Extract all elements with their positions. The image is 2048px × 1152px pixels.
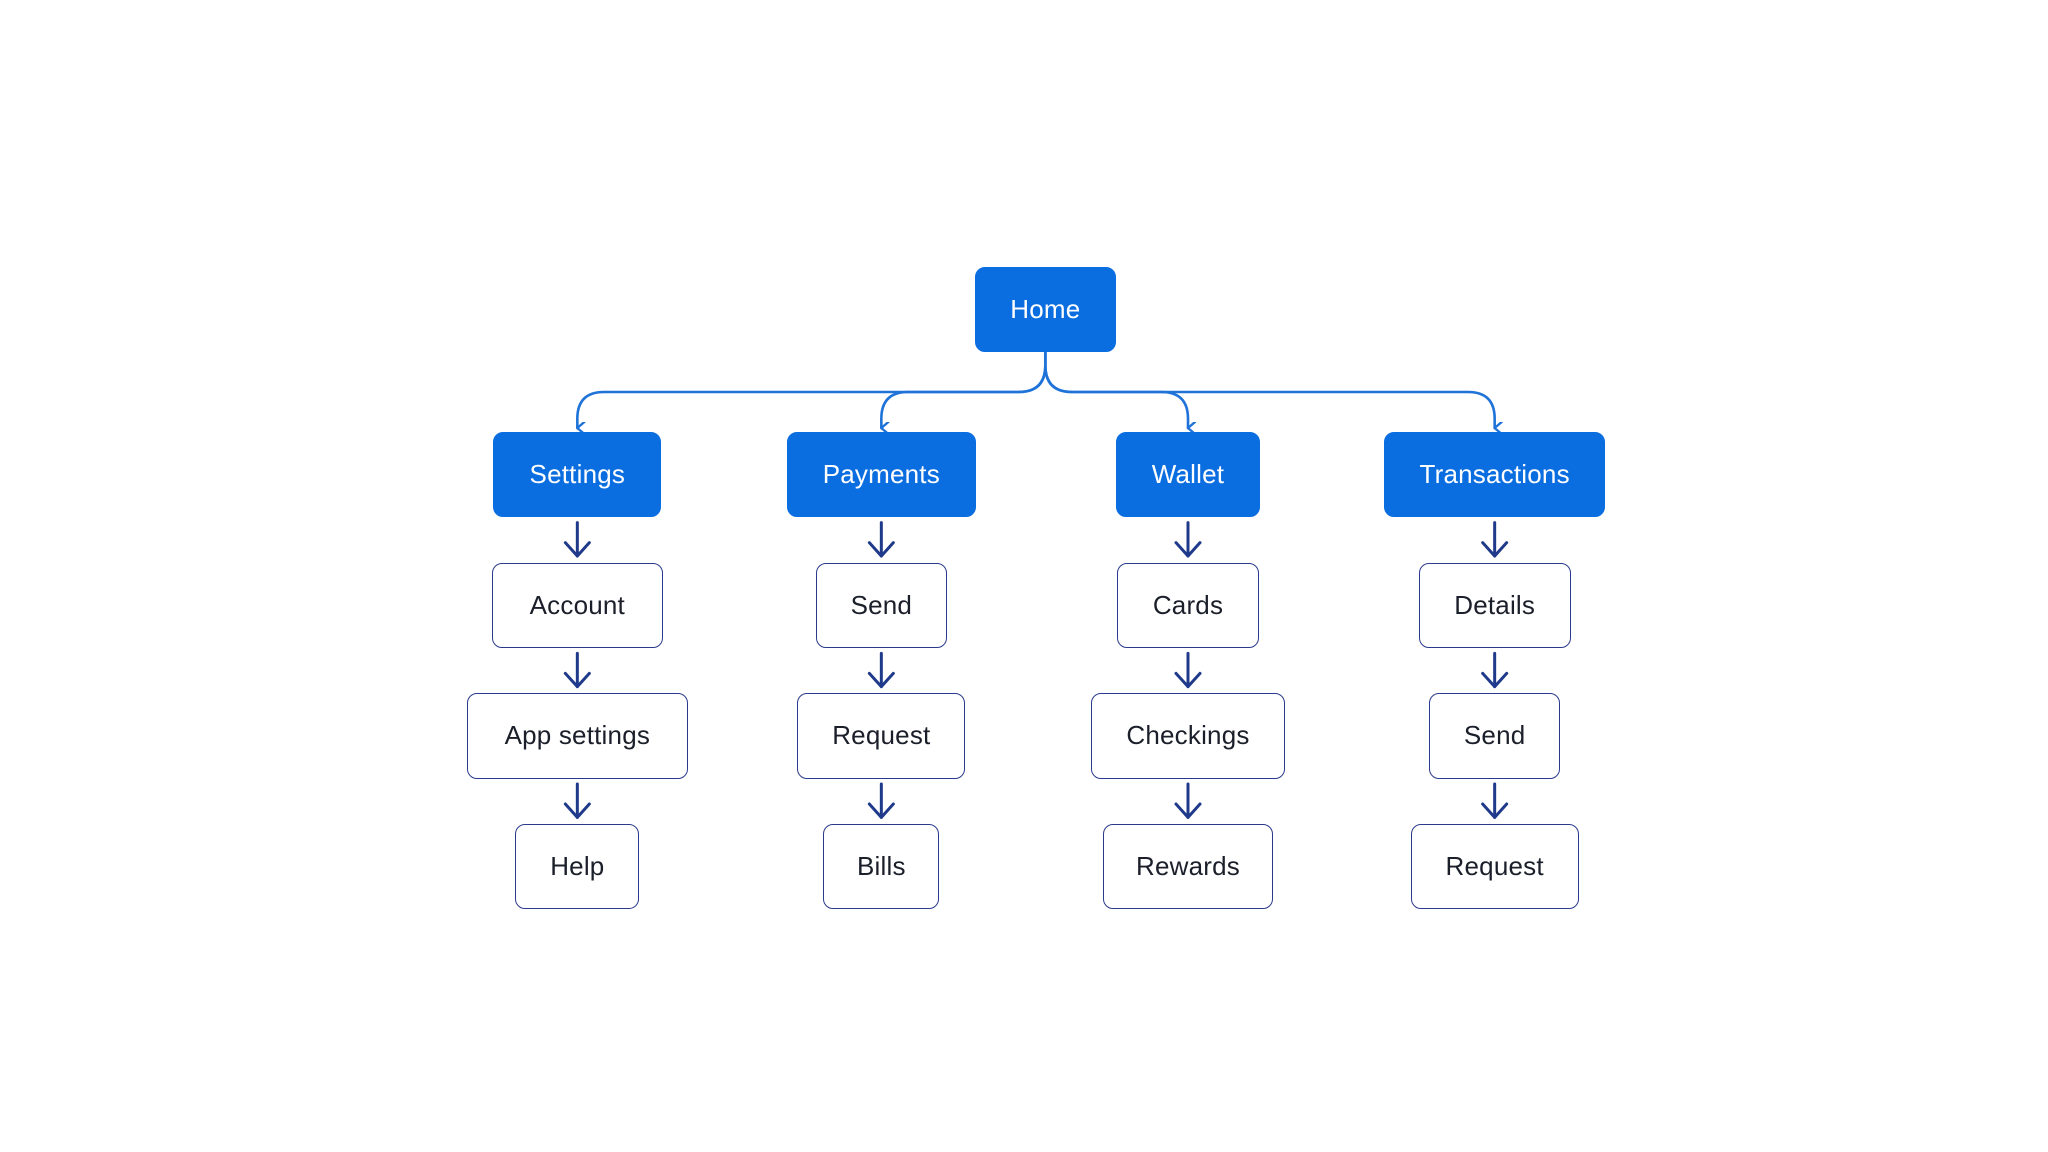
node-account: Account bbox=[492, 562, 663, 648]
node-rewards: Rewards bbox=[1102, 824, 1274, 910]
down-arrow-icon bbox=[867, 521, 895, 558]
down-arrow-icon bbox=[563, 521, 591, 558]
arrow-head bbox=[867, 802, 895, 819]
arrow-head bbox=[563, 541, 591, 558]
arrow-head bbox=[1481, 541, 1509, 558]
node-bills: Bills bbox=[823, 824, 940, 910]
down-arrow-icon bbox=[867, 651, 895, 689]
branch-connector-transactions bbox=[1044, 350, 1494, 428]
arrow-head bbox=[1174, 802, 1202, 819]
node-payments-request: Request bbox=[797, 693, 966, 779]
node-cards: Cards bbox=[1117, 562, 1259, 648]
node-wallet: Wallet bbox=[1116, 432, 1260, 518]
arrow-head bbox=[867, 671, 895, 689]
node-checkings: Checkings bbox=[1090, 693, 1286, 779]
node-details: Details bbox=[1418, 562, 1571, 648]
node-transactions-request: Request bbox=[1410, 824, 1579, 910]
home-branch-connectors bbox=[576, 350, 1494, 428]
node-transactions-send: Send bbox=[1429, 693, 1560, 779]
node-payments: Payments bbox=[786, 432, 976, 518]
down-arrow-icon bbox=[867, 782, 895, 819]
branch-connector-settings bbox=[576, 350, 1047, 428]
child-connectors bbox=[563, 521, 1509, 819]
down-arrow-icon bbox=[1174, 521, 1202, 558]
down-arrow-icon bbox=[1174, 782, 1202, 819]
branch-connector-payments bbox=[880, 350, 1047, 428]
node-help: Help bbox=[515, 824, 640, 910]
node-settings: Settings bbox=[493, 432, 662, 518]
down-arrow-icon bbox=[563, 782, 591, 819]
arrow-head bbox=[1174, 671, 1202, 689]
down-arrow-icon bbox=[1481, 521, 1509, 558]
arrow-head bbox=[867, 541, 895, 558]
node-app-settings: App settings bbox=[466, 693, 688, 779]
down-arrow-icon bbox=[563, 651, 591, 689]
down-arrow-icon bbox=[1174, 651, 1202, 689]
arrow-head bbox=[1174, 541, 1202, 558]
arrow-head bbox=[563, 802, 591, 819]
down-arrow-icon bbox=[1481, 782, 1509, 819]
node-payments-send: Send bbox=[816, 562, 947, 648]
down-arrow-icon bbox=[1481, 651, 1509, 689]
node-transactions: Transactions bbox=[1384, 432, 1606, 518]
arrow-head bbox=[563, 671, 591, 689]
arrow-head bbox=[1481, 671, 1509, 689]
arrow-head bbox=[1481, 802, 1509, 819]
branch-connector-wallet bbox=[1044, 350, 1188, 428]
node-home: Home bbox=[974, 266, 1116, 352]
